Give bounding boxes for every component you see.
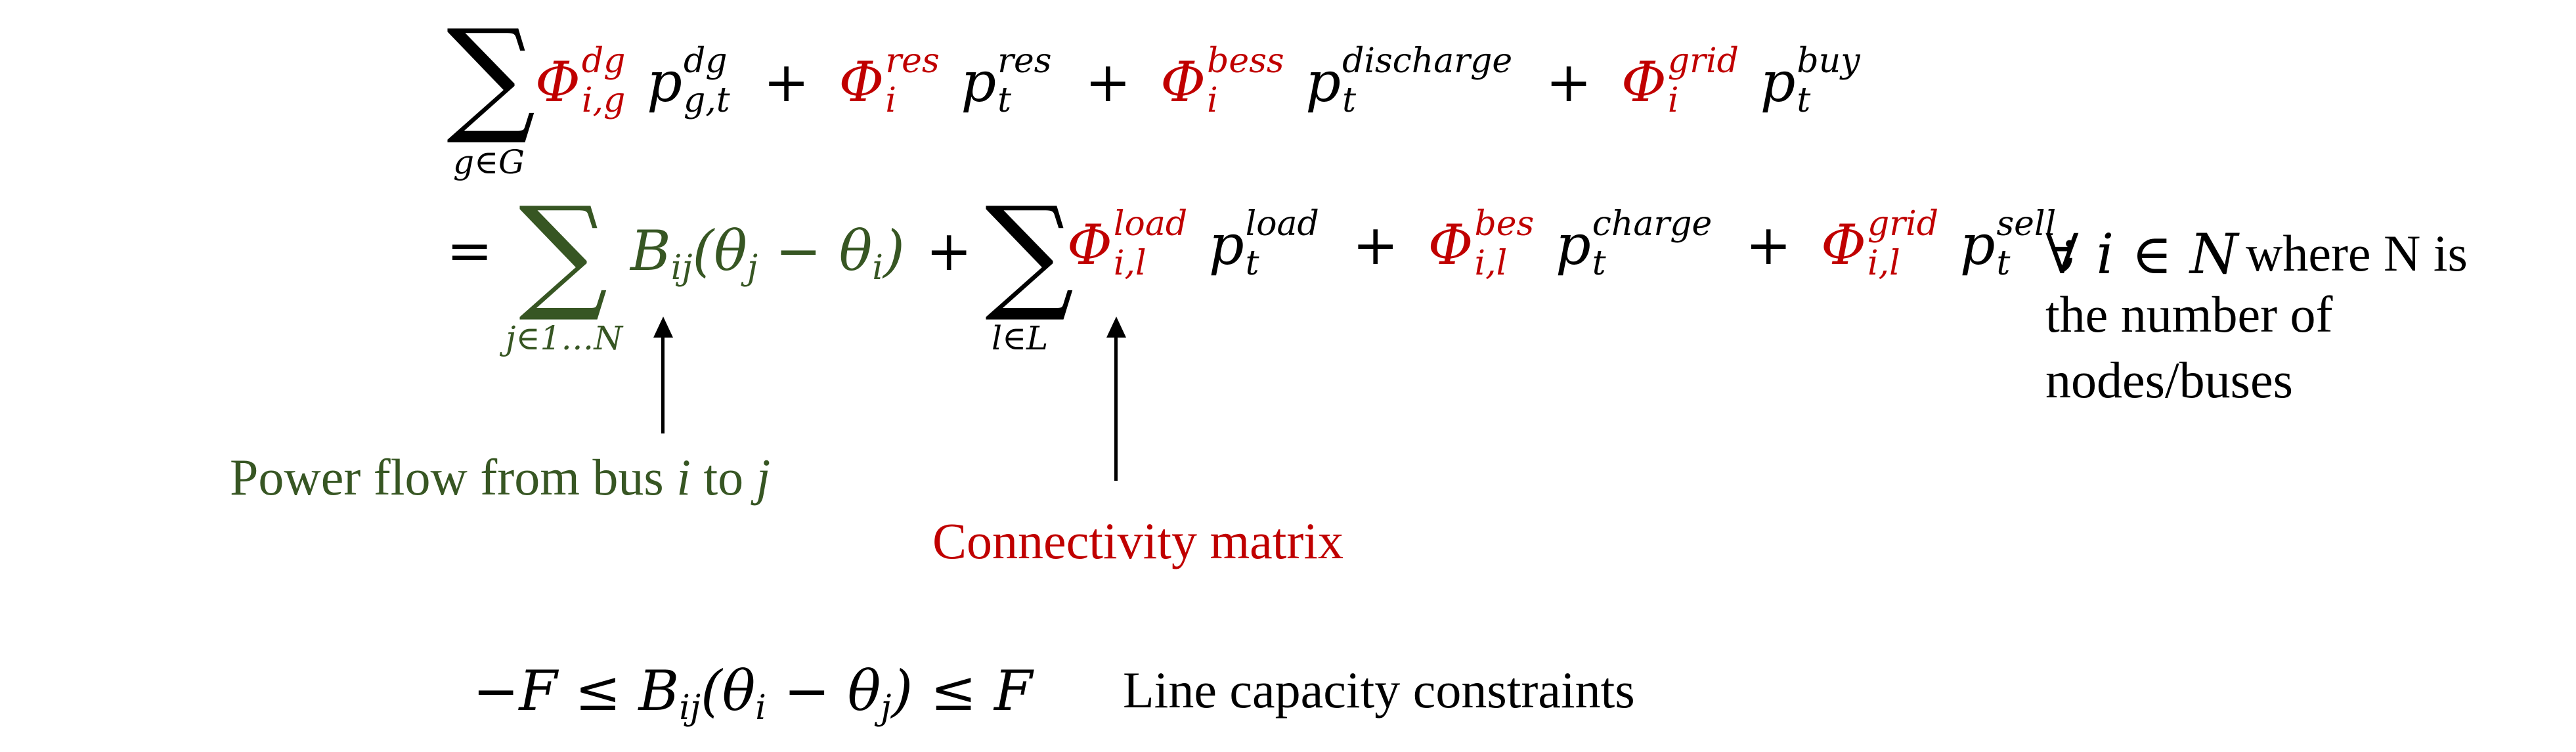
side-note-line-2: the number of xyxy=(2045,286,2333,343)
power-flow-arrow-head xyxy=(653,317,673,338)
sum-index-j: j∈1…N xyxy=(506,319,623,357)
summation-sign-g: ∑ xyxy=(447,3,536,148)
power-flow-label: Power flow from bus i to j xyxy=(230,449,771,506)
power-flow-expression: Bij(θj − θi) xyxy=(630,219,905,288)
side-note-line-3: nodes/buses xyxy=(2045,351,2293,409)
line-capacity-label: Line capacity constraints xyxy=(1123,661,1635,719)
plus-sign: + xyxy=(1085,49,1131,114)
summation-sign-j: ∑ xyxy=(519,180,608,325)
plus-sign: + xyxy=(926,219,972,283)
connectivity-arrow-shaft xyxy=(1114,335,1118,481)
plus-sign: + xyxy=(1352,212,1399,277)
line-capacity-constraint: −F ≤ Bij(θi − θj) ≤ F xyxy=(473,659,1033,728)
sum-index-g: g∈G xyxy=(453,143,525,181)
plus-sign: + xyxy=(1745,212,1792,277)
power-flow-arrow-shaft xyxy=(661,335,665,433)
plus-sign: + xyxy=(1545,49,1592,114)
summation-sign-l: ∑ xyxy=(985,180,1074,325)
plus-sign: + xyxy=(763,49,810,114)
connectivity-matrix-label: Connectivity matrix xyxy=(932,512,1344,569)
sum-index-l: l∈L xyxy=(992,319,1049,357)
connectivity-arrow-head xyxy=(1106,317,1126,338)
side-note-line-1: where N is xyxy=(2246,225,2468,282)
equals-sign: = xyxy=(447,219,493,283)
forall-quantifier: ∀ i ∈ N xyxy=(2045,222,2238,286)
